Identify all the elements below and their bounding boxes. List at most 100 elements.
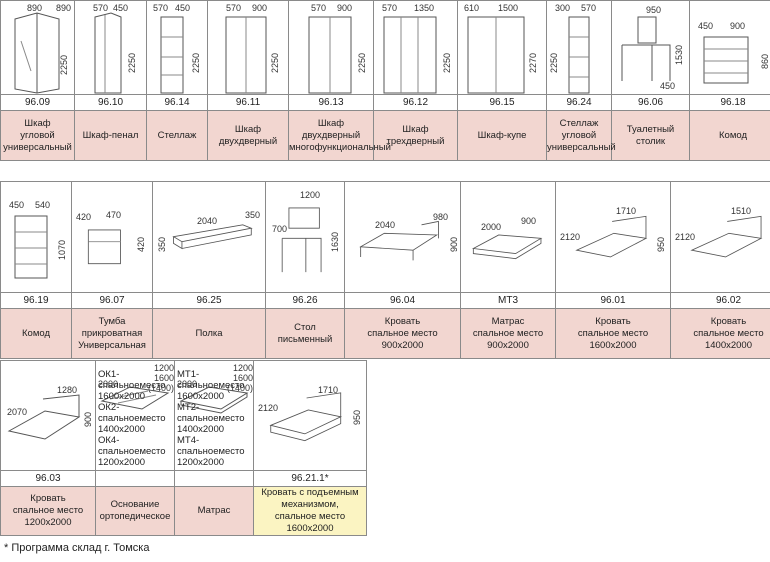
three-door-wardrobe-drawing bbox=[383, 16, 437, 94]
dimension-label: 570 bbox=[311, 3, 327, 13]
sliding-wardrobe-drawing bbox=[467, 16, 525, 94]
code-row: 96.19 96.07 96.25 96.26 96.04 МТ3 96.01 … bbox=[0, 292, 770, 309]
item-label: Шкаф двухдверный bbox=[207, 110, 289, 161]
dimension-label: 700 bbox=[272, 224, 288, 234]
dimension-label: 1510 bbox=[731, 206, 752, 216]
lift-bed-drawing bbox=[269, 392, 343, 442]
dimension-label: 2000 bbox=[481, 222, 502, 232]
dimension-label: 450 bbox=[9, 200, 25, 210]
dimension-label: 450 bbox=[698, 21, 714, 31]
dimension-label: 1350 bbox=[414, 3, 435, 13]
item-picture: 2040 980 900 bbox=[344, 181, 461, 293]
dimension-label: 900 bbox=[83, 411, 93, 427]
item-picture: 1510 2120 950 bbox=[670, 181, 770, 293]
item-code: 96.26 bbox=[265, 292, 345, 309]
item-code: 96.25 bbox=[152, 292, 266, 309]
dimension-label: 2120 bbox=[560, 232, 581, 242]
item-picture: 2000 900 bbox=[460, 181, 556, 293]
writing-desk-drawing bbox=[281, 206, 322, 272]
label-row: Комод Тумба прикроватная Универсальная П… bbox=[0, 308, 770, 359]
dimension-label: 900 bbox=[449, 236, 459, 252]
item-label-highlighted: Кровать с подъемным механизмом, спальное… bbox=[253, 486, 367, 536]
double-bed-drawing bbox=[690, 215, 763, 257]
dimension-label: 2270 bbox=[528, 52, 538, 73]
item-picture: 570 450 2250 bbox=[74, 0, 147, 95]
double-bed-drawing bbox=[575, 215, 648, 257]
item-code: 96.21.1* bbox=[253, 470, 367, 487]
dimension-label: 450 bbox=[660, 81, 676, 91]
dimension-label: 2120 bbox=[258, 403, 279, 413]
mattress-drawing bbox=[471, 234, 543, 259]
item-code: 96.04 bbox=[344, 292, 461, 309]
item-picture: 1710 2120 950 bbox=[253, 360, 367, 471]
item-picture: 1710 2120 950 bbox=[555, 181, 671, 293]
footnote: * Программа склад г. Томска bbox=[4, 542, 150, 554]
corner-shelving-drawing bbox=[568, 16, 590, 94]
mattress-drawing bbox=[179, 386, 249, 414]
dimension-label: 2250 bbox=[270, 52, 280, 73]
bed-drawing bbox=[7, 394, 81, 440]
dimension-label: 420 bbox=[136, 236, 146, 252]
dimension-label: 570 bbox=[226, 3, 242, 13]
item-picture: 1200 700 1630 bbox=[265, 181, 345, 293]
item-code: 96.09 bbox=[0, 94, 75, 111]
dimension-label: 1280 bbox=[57, 385, 78, 395]
dimension-label: 540 bbox=[35, 200, 51, 210]
dimension-label: 890 bbox=[56, 3, 72, 13]
item-code: 96.06 bbox=[611, 94, 690, 111]
dimension-label: 1530 bbox=[674, 44, 684, 65]
dimension-label: 570 bbox=[93, 3, 109, 13]
chest-of-drawers-drawing bbox=[14, 215, 48, 279]
item-label: Матрас спальное место 900х2000 bbox=[460, 308, 556, 359]
dimension-label: 2000 bbox=[177, 379, 198, 389]
item-code: 96.07 bbox=[71, 292, 153, 309]
item-picture: 570 900 2250 bbox=[207, 0, 289, 95]
item-code: 96.18 bbox=[689, 94, 770, 111]
dimension-label: 900 bbox=[730, 21, 746, 31]
corner-wardrobe-drawing bbox=[14, 12, 60, 94]
item-code: 96.02 bbox=[670, 292, 770, 309]
bedside-table-drawing bbox=[87, 228, 121, 264]
dimension-label: 860 bbox=[760, 53, 770, 69]
item-label: Матрас bbox=[174, 486, 254, 536]
item-label: Шкаф двухдверный многофункциональный bbox=[288, 110, 391, 161]
dimension-label: 900 bbox=[252, 3, 268, 13]
dimension-label: 570 bbox=[581, 3, 597, 13]
item-label: Кровать спальное место 1200х2000 bbox=[0, 486, 96, 536]
item-picture: 2040 350 350 bbox=[152, 181, 266, 293]
dimension-label: 420 bbox=[76, 212, 92, 222]
item-code: 96.13 bbox=[288, 94, 374, 111]
dimension-label: 2040 bbox=[197, 216, 218, 226]
catalog-row-3: 1280 2070 900 1200 1600 (1400) 2000 ОК1-… bbox=[0, 360, 367, 536]
item-label: Кровать спальное место 1600х2000 bbox=[555, 308, 671, 359]
item-picture: 450 900 860 bbox=[689, 0, 770, 95]
dimension-label: 350 bbox=[245, 210, 261, 220]
item-code: 96.14 bbox=[146, 94, 208, 111]
dimension-label: 980 bbox=[433, 212, 449, 222]
dimension-label: 2250 bbox=[59, 54, 69, 75]
item-code: 96.10 bbox=[74, 94, 147, 111]
item-label: Стеллаж bbox=[146, 110, 208, 161]
dimension-label: 900 bbox=[521, 216, 537, 226]
item-label: Кровать спальное место 1400х2000 bbox=[670, 308, 770, 359]
dimension-label: 2250 bbox=[191, 52, 201, 73]
item-code: 96.12 bbox=[373, 94, 458, 111]
code-row: 96.09 96.10 96.14 96.11 96.13 96.12 96.1… bbox=[0, 94, 770, 111]
item-picture: 1280 2070 900 bbox=[0, 360, 96, 471]
dimension-label: 570 bbox=[382, 3, 398, 13]
dimension-label: 890 bbox=[27, 3, 43, 13]
item-label: Шкаф трехдверный bbox=[373, 110, 458, 161]
item-picture: 420 470 420 bbox=[71, 181, 153, 293]
item-label: Стеллаж угловой универсальный bbox=[546, 110, 616, 161]
item-label: Шкаф-купе bbox=[457, 110, 547, 161]
item-code: 96.11 bbox=[207, 94, 289, 111]
item-label: Тумба прикроватная Универсальная bbox=[71, 308, 153, 359]
item-picture: 610 1500 2270 bbox=[457, 0, 547, 95]
dimension-label: 2250 bbox=[549, 52, 559, 73]
dimension-label: 1710 bbox=[616, 206, 637, 216]
dimension-label: 900 bbox=[337, 3, 353, 13]
item-code: 96.01 bbox=[555, 292, 671, 309]
dimension-label: 1500 bbox=[498, 3, 519, 13]
item-code bbox=[174, 470, 254, 487]
item-picture: 1200 1600 (1400) 2000 МТ1-спальноеместо … bbox=[174, 360, 254, 471]
